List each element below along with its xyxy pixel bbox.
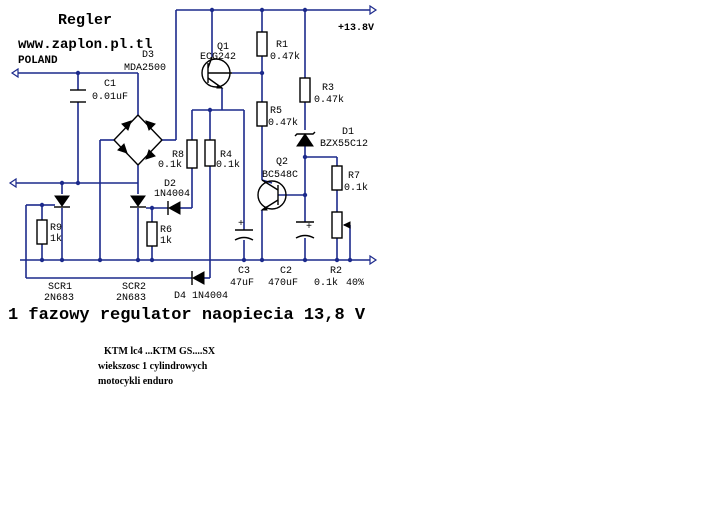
r3-value: 0.47k xyxy=(314,94,344,106)
scr2-part: 2N683 xyxy=(116,293,146,304)
supply-label: +13.8V xyxy=(338,23,374,34)
resistor-r8 xyxy=(186,139,198,169)
potentiometer-r2 xyxy=(331,211,351,239)
r8-value: 0.1k xyxy=(158,159,182,171)
thyristor-scr1 xyxy=(54,195,70,208)
resistor-r4 xyxy=(204,139,216,167)
note-line-3: motocykli enduro xyxy=(98,376,174,387)
r7-value: 0.1k xyxy=(344,182,368,194)
r6-label: R6 xyxy=(160,225,172,236)
d1-label: D1 xyxy=(342,127,354,138)
thyristor-scr2 xyxy=(130,195,146,208)
diode-d2 xyxy=(167,201,181,215)
website: www.zaplon.pl.tl xyxy=(18,37,152,53)
resistor-r1 xyxy=(256,31,268,57)
d3-part: MDA2500 xyxy=(124,63,166,74)
terminals xyxy=(8,4,378,266)
r2-label: R2 xyxy=(330,266,342,277)
note-line-1: KTM lc4 ...KTM GS....SX xyxy=(104,346,216,357)
c2-label: C2 xyxy=(280,266,292,277)
r3-label: R3 xyxy=(322,83,334,94)
r5-label: R5 xyxy=(270,106,282,117)
c2-value: 470uF xyxy=(268,278,298,289)
d4-label: D4 xyxy=(174,291,186,302)
r9-label: R9 xyxy=(50,223,62,234)
scr1-label: SCR1 xyxy=(48,282,72,293)
junction-nodes xyxy=(39,7,353,263)
wiring xyxy=(14,9,372,279)
d3-label: D3 xyxy=(142,50,154,61)
r4-label: R4 xyxy=(220,150,232,161)
capacitor-c2: + xyxy=(295,221,315,239)
r7-label: R7 xyxy=(348,171,360,182)
title: Regler xyxy=(58,12,112,29)
scr1-part: 2N683 xyxy=(44,293,74,304)
r1-value: 0.47k xyxy=(270,51,300,63)
r8-label: R8 xyxy=(172,150,184,161)
note-line-2: wiekszosc 1 cylindrowych xyxy=(98,361,208,372)
c1-value: 0.01uF xyxy=(92,92,128,103)
resistor-r7 xyxy=(331,165,343,191)
d1-part: BZX55C12 xyxy=(320,139,368,150)
q1-label: Q1 xyxy=(217,42,229,53)
transistor-q2 xyxy=(257,179,287,211)
resistor-r3 xyxy=(299,77,311,103)
c3-label: C3 xyxy=(238,266,250,277)
bridge-rectifier-d3 xyxy=(113,114,163,166)
capacitor-c3: + xyxy=(234,219,254,241)
country: POLAND xyxy=(18,55,58,67)
r2-value: 0.1k xyxy=(314,277,338,289)
resistor-r9 xyxy=(36,219,48,245)
d2-label: D2 xyxy=(164,179,176,190)
r6-value: 1k xyxy=(160,235,172,247)
q1-part: ECG242 xyxy=(200,52,236,63)
q2-label: Q2 xyxy=(276,157,288,168)
resistor-r5 xyxy=(256,101,268,127)
svg-text:+: + xyxy=(238,219,244,230)
d4-part: 1N4004 xyxy=(192,291,228,302)
c1-label: C1 xyxy=(104,79,116,90)
svg-text:+: + xyxy=(306,222,312,233)
r2-setting: 40% xyxy=(346,278,364,289)
scr2-label: SCR2 xyxy=(122,282,146,293)
caption: 1 fazowy regulator naopiecia 13,8 V xyxy=(8,306,366,325)
d2-part: 1N4004 xyxy=(154,189,190,200)
transistor-q1 xyxy=(201,56,232,89)
resistor-r6 xyxy=(146,221,158,247)
diode-d4 xyxy=(191,271,205,285)
r4-value: 0.1k xyxy=(216,159,240,171)
zener-diode-d1 xyxy=(294,131,316,147)
r9-value: 1k xyxy=(50,233,62,245)
r1-label: R1 xyxy=(276,40,288,51)
r5-value: 0.47k xyxy=(268,117,298,129)
c3-value: 47uF xyxy=(230,278,254,289)
q2-part: BC548C xyxy=(262,170,298,181)
capacitor-c1 xyxy=(70,89,86,103)
